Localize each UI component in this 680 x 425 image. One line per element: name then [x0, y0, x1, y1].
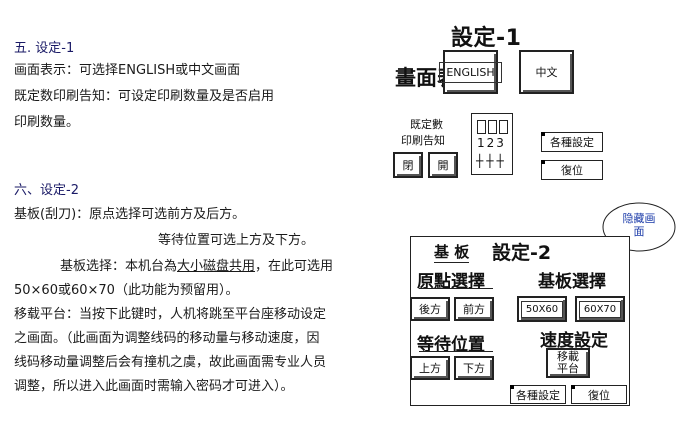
section5-line-1: 画面表示：可选择ENGLISH或中文画面: [14, 63, 241, 78]
screen2-title: 設定-2: [492, 242, 552, 264]
screen2-base-label: 基 板: [434, 243, 470, 263]
section6-line-2: 等待位置可选上方及下方。: [158, 233, 315, 248]
size-60x70-label: 60X70: [578, 300, 622, 318]
chinese-button[interactable]: 中文: [519, 50, 574, 94]
close-button[interactable]: 閉: [393, 152, 423, 178]
up-button[interactable]: 上方: [410, 356, 450, 380]
corner-marker: [541, 160, 545, 164]
section6-line-1: 基板(刮刀)：原点选择可选前方及后方。: [14, 207, 246, 222]
english-button[interactable]: ENGLISH: [439, 50, 502, 94]
move-platform-button[interactable]: 移載 平台: [546, 348, 590, 378]
front-button[interactable]: 前方: [454, 297, 494, 321]
move-platform-label-2: 平台: [557, 362, 579, 375]
counter-digit-box: [488, 120, 497, 134]
callout-text: 隐藏画面: [622, 212, 656, 238]
screen2-settings-label: 各種設定: [516, 388, 560, 402]
section6-line-6: 之画面。（此画面为调整线码的移动量与移动速度，因: [14, 331, 320, 346]
counter-digit-box: [477, 120, 486, 134]
back-button-label: 後方: [419, 303, 441, 316]
open-button-label: 開: [437, 159, 449, 172]
down-button[interactable]: 下方: [454, 356, 494, 380]
open-button[interactable]: 開: [428, 152, 458, 178]
section6-line-3: 基板选择：本机台為大小磁盘共用，在此可选用: [60, 258, 333, 276]
preset-count-label-2: 印刷告知: [401, 134, 445, 147]
counter-digits: 123: [477, 136, 506, 150]
board-select-label: 基板選擇: [538, 272, 606, 292]
wait-position-label: 等待位置: [417, 335, 485, 355]
origin-divider: [419, 288, 493, 289]
screen1-settings-button[interactable]: 各種設定: [541, 132, 603, 152]
section6-line-8: 调整，所以进入此画面时需输入密码才可进入）。: [14, 379, 294, 394]
preset-count-label-1: 既定數: [410, 118, 443, 131]
section5-line-2: 既定数印刷告知：可设定印刷数量及是否启用: [14, 89, 275, 104]
print-counter-panel[interactable]: 123 ┼┼┼: [471, 113, 513, 175]
origin-select-label: 原點選擇: [417, 272, 485, 292]
screen2-reset-button[interactable]: 復位: [571, 385, 627, 404]
section6-line-3-underlined: 大小磁盘共用: [177, 259, 256, 274]
close-button-label: 閉: [402, 159, 414, 172]
size-60x70-button[interactable]: 60X70: [575, 296, 625, 322]
front-button-label: 前方: [463, 303, 485, 316]
screen1-settings-label: 各種設定: [550, 136, 594, 149]
corner-marker: [571, 385, 575, 389]
size-50x60-label: 50X60: [520, 300, 564, 318]
section6-heading: 六、设定-2: [14, 183, 79, 198]
size-50x60-button[interactable]: 50X60: [517, 296, 567, 322]
counter-plus-row: ┼┼┼: [476, 154, 507, 168]
screen1-reset-label: 復位: [561, 164, 583, 177]
section6-line-4: 50×60或60×70（此功能为预留用）。: [14, 283, 239, 298]
screen1-reset-button[interactable]: 復位: [541, 160, 603, 180]
wait-divider: [419, 351, 493, 352]
section5-heading: 五. 设定-1: [14, 41, 75, 56]
down-button-label: 下方: [463, 362, 485, 375]
section6-line-3-a: 基板选择：本机台為: [60, 259, 178, 274]
speed-setting-label: 速度設定: [540, 331, 608, 351]
section5-line-3: 印刷数量。: [14, 115, 80, 130]
section6-line-3-c: ，在此可选用: [255, 259, 334, 274]
corner-marker: [541, 132, 545, 136]
screen1-title: 設定-1: [451, 26, 522, 51]
chinese-button-label: 中文: [535, 66, 558, 79]
section6-line-7: 线码移动量调整后会有撞机之虞，故此画面需专业人员: [14, 355, 327, 370]
screen2-reset-label: 復位: [588, 388, 610, 402]
back-button[interactable]: 後方: [410, 297, 450, 321]
move-platform-label-1: 移載: [557, 350, 579, 363]
counter-digit-box: [499, 120, 508, 134]
english-button-label: ENGLISH: [439, 61, 502, 83]
section6-line-5: 移载平台：当按下此键时，人机将跳至平台座移动设定: [14, 307, 327, 322]
up-button-label: 上方: [419, 362, 441, 375]
corner-marker: [510, 385, 514, 389]
screen2-settings-button[interactable]: 各種設定: [510, 385, 566, 404]
